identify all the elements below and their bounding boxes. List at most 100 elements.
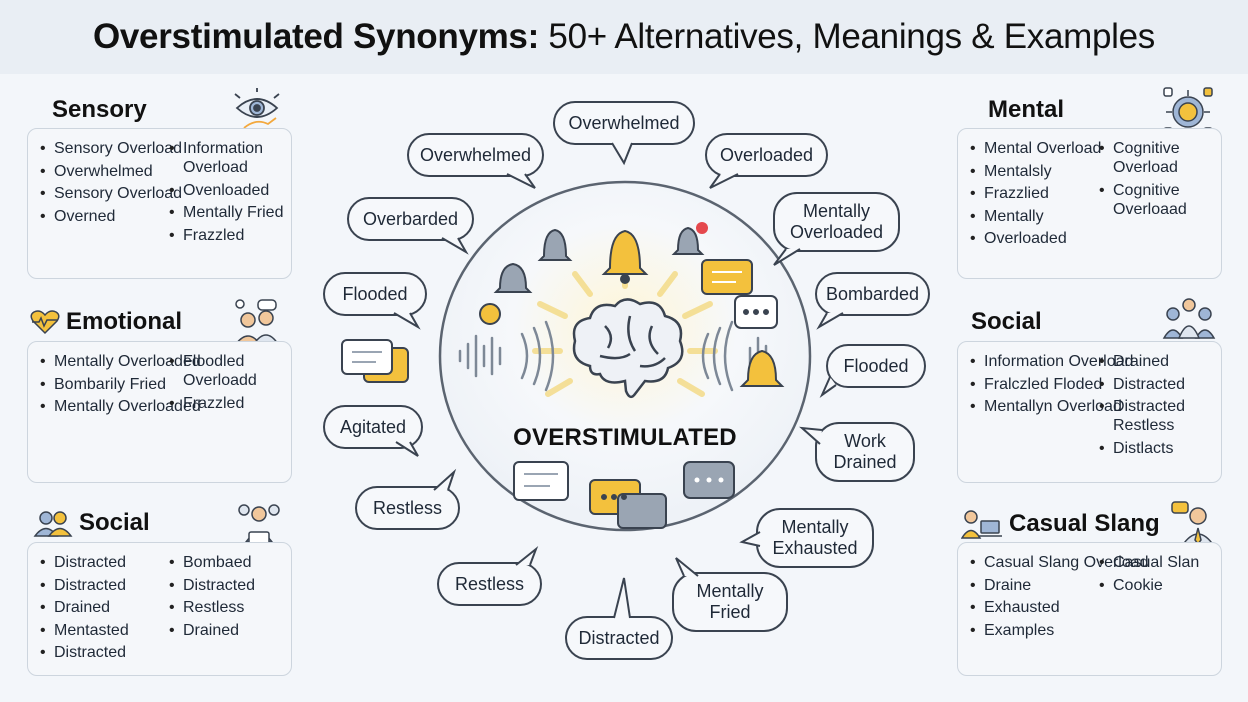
list-item: Drained xyxy=(1099,352,1221,371)
casual-title: Casual Slang xyxy=(961,509,1160,539)
bell-ring-icon xyxy=(479,303,501,325)
list-item: Distracted Restless xyxy=(1099,397,1221,435)
list-item: Draine xyxy=(970,576,1149,595)
list-item: Mentasted xyxy=(40,621,129,640)
mental-title-text: Mental xyxy=(988,96,1065,123)
list-item: Information Overload xyxy=(970,352,1133,371)
title-bold: Overstimulated Synonyms: xyxy=(92,17,539,56)
list-item: Bombaed xyxy=(169,553,255,572)
header-banner: Overstimulated Synonyms: 50+ Alternative… xyxy=(0,0,1248,74)
page-title: Overstimulated Synonyms: 50+ Alternative… xyxy=(93,17,1155,57)
people-icon xyxy=(33,511,73,537)
right-bell-icon xyxy=(739,349,785,387)
list-item: Cognitive Overload xyxy=(1099,139,1221,177)
list-item: Ovenloaded xyxy=(169,181,291,200)
bubble-tail xyxy=(433,468,457,491)
social-right-list-left: Information OverloadFralczled FlodedMent… xyxy=(970,352,1133,416)
list-item: Overned xyxy=(40,207,182,226)
list-item: Distracted xyxy=(1099,375,1221,394)
eye-hand-icon xyxy=(234,88,280,129)
list-item: Frazzlied xyxy=(970,184,1101,203)
group-icon xyxy=(1162,298,1216,339)
mental-list-left: Mental OverloadMentalslyFrazzliedMentall… xyxy=(970,139,1101,248)
bubble-tail xyxy=(799,426,823,445)
bubble-bombarded: Bombarded xyxy=(815,272,930,316)
list-item: Overloaded xyxy=(970,229,1101,248)
bell-icon xyxy=(537,228,573,261)
list-item: Distracted xyxy=(169,576,255,595)
list-item: Casual Slan xyxy=(1099,553,1199,572)
sensory-card: Sensory OverloadOverwhelmedSensory Overl… xyxy=(27,128,292,279)
list-item: Mentally Overloaded xyxy=(40,397,201,416)
bubble-tail xyxy=(819,376,837,398)
center-bell-icon xyxy=(601,229,649,284)
casual-card: Casual Slang OverloadDraineExhaustedExam… xyxy=(957,542,1222,676)
list-item: Bombarily Fried xyxy=(40,375,201,394)
chat-icon-lines xyxy=(513,461,569,501)
list-item: Frazzled xyxy=(169,226,291,245)
emotional-card: Mentally OverloadedBombarily FriedMental… xyxy=(27,341,292,483)
social-left-list-left: DistractedDistractedDrainedMentastedDist… xyxy=(40,553,129,662)
list-item: Mental Overload xyxy=(970,139,1101,158)
list-item: Mentally xyxy=(970,207,1101,226)
bubble-tail xyxy=(816,312,844,330)
bell-icon xyxy=(493,262,533,293)
bubble-tail xyxy=(611,142,633,166)
sensory-list-right: Information OverloadOvenloadedMentally F… xyxy=(169,139,291,245)
list-item: Restless xyxy=(169,598,255,617)
social-left-card: DistractedDistractedDrainedMentastedDist… xyxy=(27,542,292,676)
chat-icon-yellow xyxy=(701,259,753,295)
social-right-title-text: Social xyxy=(971,308,1042,335)
bubble-tail xyxy=(395,441,419,457)
social-right-list-right: DrainedDistractedDistracted RestlessDist… xyxy=(1099,352,1221,458)
bubble-overwhelmed-top: Overwhelmed xyxy=(553,101,695,145)
list-item: Sensory Overload xyxy=(40,139,182,158)
casual-title-text: Casual Slang xyxy=(1009,510,1160,537)
bubble-tail xyxy=(393,312,421,330)
list-item: Mentally Fried xyxy=(169,203,291,222)
list-item: Distracted xyxy=(40,576,129,595)
bubble-tail xyxy=(739,531,761,547)
list-item: Examples xyxy=(970,621,1149,640)
list-item: Overwhelmed xyxy=(40,162,182,181)
bubble-agitated: Agitated xyxy=(323,405,423,449)
bubble-restless-low: Restless xyxy=(437,562,542,606)
bubble-mentally-exhausted: Mentally Exhausted xyxy=(756,508,874,568)
bubble-tail xyxy=(506,173,536,189)
bubble-tail xyxy=(515,545,539,566)
bubble-restless-mid: Restless xyxy=(355,486,460,530)
mental-list-right: Cognitive OverloadCognitive Overloaad xyxy=(1099,139,1221,219)
list-item: Exhausted xyxy=(970,598,1149,617)
sensory-title-text: Sensory xyxy=(52,96,147,123)
laptop-person-icon xyxy=(961,510,1002,539)
emotional-list-left: Mentally OverloadedBombarily FriedMental… xyxy=(40,352,201,416)
bubble-flooded-left: Flooded xyxy=(323,272,427,316)
list-item: Cookie xyxy=(1099,576,1199,595)
heart-pulse-icon xyxy=(30,310,60,335)
list-item: Distlacts xyxy=(1099,439,1221,458)
bubble-tail xyxy=(773,248,801,266)
brain-icon xyxy=(572,298,684,399)
bubble-tail xyxy=(675,557,699,577)
chat-icon-dots xyxy=(734,295,778,329)
bubble-mentally-fried: Mentally Fried xyxy=(672,572,788,632)
list-item: Mentally Overloaded xyxy=(40,352,201,371)
chat-icon-outside xyxy=(341,339,409,383)
bubble-tail xyxy=(709,173,739,189)
center-label: OVERSTIMULATED xyxy=(513,424,737,451)
mental-card: Mental OverloadMentalslyFrazzliedMentall… xyxy=(957,128,1222,279)
list-item: Sensory Overload xyxy=(40,184,182,203)
bell-alert-icon xyxy=(671,222,708,255)
sensory-title: Sensory xyxy=(52,96,147,124)
list-item: Floodled Overloadd xyxy=(169,352,291,390)
casual-list-right: Casual SlanCookie xyxy=(1099,553,1199,595)
brain-gear-icon xyxy=(1163,87,1213,137)
list-item: Information Overload xyxy=(169,139,291,177)
social-right-card: Information OverloadFralczled FlodedMent… xyxy=(957,341,1222,483)
list-item: Mentalsly xyxy=(970,162,1101,181)
central-circle xyxy=(438,180,812,532)
chat-icon-pair xyxy=(589,479,667,529)
sound-wave-left xyxy=(458,320,555,392)
list-item: Drained xyxy=(169,621,255,640)
list-item: Drained xyxy=(40,598,129,617)
